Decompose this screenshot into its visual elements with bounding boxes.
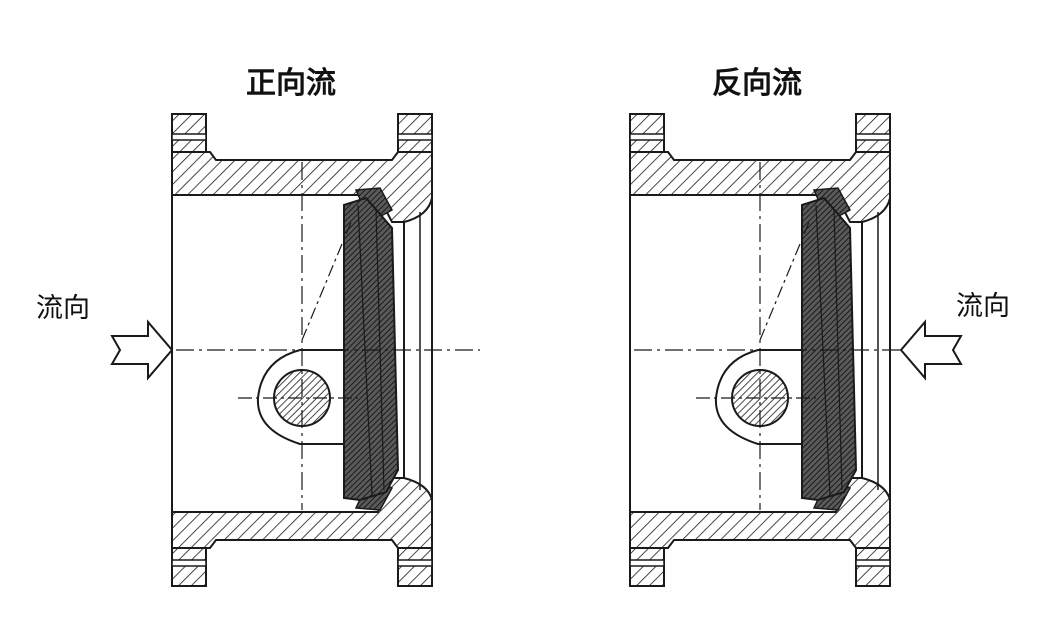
reverse-flow-title: 反向流 — [712, 66, 802, 101]
forward-flow-title: 正向流 — [246, 66, 336, 101]
forward-flow-valve — [111, 113, 481, 587]
flow-arrow-right — [111, 321, 173, 379]
reverse-flow-direction-label: 流向 — [956, 291, 1010, 322]
reverse-flow-valve — [629, 113, 939, 587]
flow-arrow-left — [900, 321, 962, 379]
forward-flow-direction-label: 流向 — [36, 293, 90, 324]
